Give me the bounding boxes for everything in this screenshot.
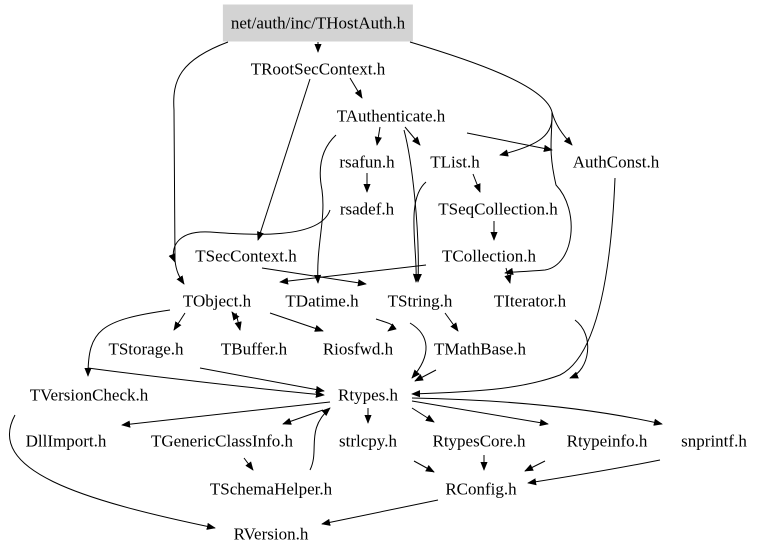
- edge-tgenericclassinfo-to-tschemahelper: [243, 457, 254, 471]
- graph-node-titerator[interactable]: TIterator.h: [493, 291, 567, 311]
- edge-tstring-to-riosfwd: [375, 318, 397, 332]
- edge-strlcpy-to-rconfig: [413, 460, 435, 473]
- edge-tauthenticate-to-tstring: [403, 129, 422, 283]
- graph-node-tmathbase[interactable]: TMathBase.h: [433, 339, 527, 359]
- graph-node-rversion[interactable]: RVersion.h: [233, 524, 309, 544]
- edge-tlist-to-tstring: [412, 181, 427, 283]
- graph-node-tbuffer[interactable]: TBuffer.h: [220, 339, 288, 359]
- edge-tobject-to-tbuffer: [234, 312, 242, 331]
- graph-node-rtypeinfo[interactable]: Rtypeinfo.h: [566, 431, 648, 451]
- graph-node-tlist[interactable]: TList.h: [430, 152, 480, 172]
- edge-tobject-to-riosfwd: [269, 312, 324, 332]
- graph-node-rsafun[interactable]: rsafun.h: [339, 152, 395, 172]
- graph-node-tseqcollection[interactable]: TSeqCollection.h: [438, 199, 558, 219]
- edge-tbuffer-to-tobject: [231, 311, 240, 321]
- graph-node-tstorage[interactable]: TStorage.h: [108, 339, 184, 359]
- edge-trootseccontext-to-tauthenticate: [349, 77, 363, 99]
- graph-node-snprintf[interactable]: snprintf.h: [681, 431, 747, 451]
- graph-node-tdatime[interactable]: TDatime.h: [285, 291, 359, 311]
- graph-node-tstring[interactable]: TString.h: [387, 291, 453, 311]
- edge-tauthenticate-to-authconst: [466, 132, 553, 152]
- edge-rtypes-to-rtypeinfo: [411, 400, 549, 427]
- graph-node-rsadef[interactable]: rsadef.h: [339, 199, 395, 219]
- edge-rconfig-to-rversion: [321, 499, 439, 526]
- edge-titerator-to-rtypes: [569, 319, 589, 379]
- edge-rtypes-to-rtypescore: [411, 407, 435, 423]
- graph-node-tversioncheck[interactable]: TVersionCheck.h: [29, 385, 149, 405]
- edge-tauthenticate-to-rsafun: [374, 126, 382, 146]
- edge-tstring-to-tmathbase: [444, 312, 459, 332]
- edge-tschemahelper-to-rtypes: [309, 407, 331, 471]
- edge-snprintf-to-rconfig: [527, 459, 661, 486]
- edge-tcollection-to-titerator: [504, 267, 512, 284]
- graph-node-rtypes[interactable]: Rtypes.h: [338, 385, 398, 405]
- graph-node-tgenericclassinfo[interactable]: TGenericClassInfo.h: [150, 431, 294, 451]
- graph-node-dllimport[interactable]: DllImport.h: [25, 431, 107, 451]
- edge-tcollection-to-tobject: [279, 264, 427, 285]
- graph-node-tschemahelper[interactable]: TSchemaHelper.h: [209, 479, 333, 499]
- graph-node-thostauth[interactable]: net/auth/inc/THostAuth.h: [222, 4, 414, 42]
- graph-node-tobject[interactable]: TObject.h: [182, 291, 252, 311]
- edge-tobject-to-rtypes: [87, 367, 325, 398]
- edge-tobject-to-tstorage: [173, 312, 186, 331]
- edge-tauthenticate-to-tlist: [404, 126, 421, 146]
- edge-tseccontext-to-tobject: [168, 209, 331, 263]
- graph-node-rtypescore[interactable]: RtypesCore.h: [432, 431, 526, 451]
- edge-rtypes-to-dllimport: [121, 401, 331, 428]
- edge-tmathbase-to-rtypes: [414, 369, 437, 382]
- edge-tstring-to-rtypes: [409, 322, 427, 379]
- edge-thostauth-to-tobject: [173, 41, 229, 285]
- graph-node-authconst[interactable]: AuthConst.h: [572, 152, 660, 172]
- edge-rtypeinfo-to-rconfig: [524, 460, 546, 472]
- graph-node-tseccontext[interactable]: TSecContext.h: [195, 246, 297, 266]
- edge-trootseccontext-to-tseccontext: [257, 78, 311, 241]
- graph-node-rconfig[interactable]: RConfig.h: [445, 479, 517, 499]
- edge-tstorage-to-rtypes: [199, 367, 325, 394]
- edge-rtypes-to-tgenericclassinfo: [282, 409, 324, 425]
- graph-node-riosfwd[interactable]: Riosfwd.h: [322, 339, 394, 359]
- graph-node-tauthenticate[interactable]: TAuthenticate.h: [336, 106, 446, 126]
- edge-thostauth-to-authconst: [409, 41, 573, 146]
- edge-rtypes-to-snprintf: [411, 397, 663, 426]
- edge-tlist-to-tseqcollection: [472, 173, 481, 193]
- graph-node-trootseccontext[interactable]: TRootSecContext.h: [250, 59, 386, 79]
- edge-tseccontext-to-tstring: [261, 267, 367, 287]
- graph-node-strlcpy[interactable]: strlcpy.h: [339, 431, 397, 451]
- edge-tversioncheck-to-rversion: [9, 414, 216, 530]
- edge-tauthenticate-to-tdatime: [313, 134, 337, 284]
- graph-node-tcollection[interactable]: TCollection.h: [442, 246, 536, 266]
- edge-tobject-to-tversioncheck: [84, 309, 171, 377]
- edge-authconst-to-rtypes: [411, 177, 616, 398]
